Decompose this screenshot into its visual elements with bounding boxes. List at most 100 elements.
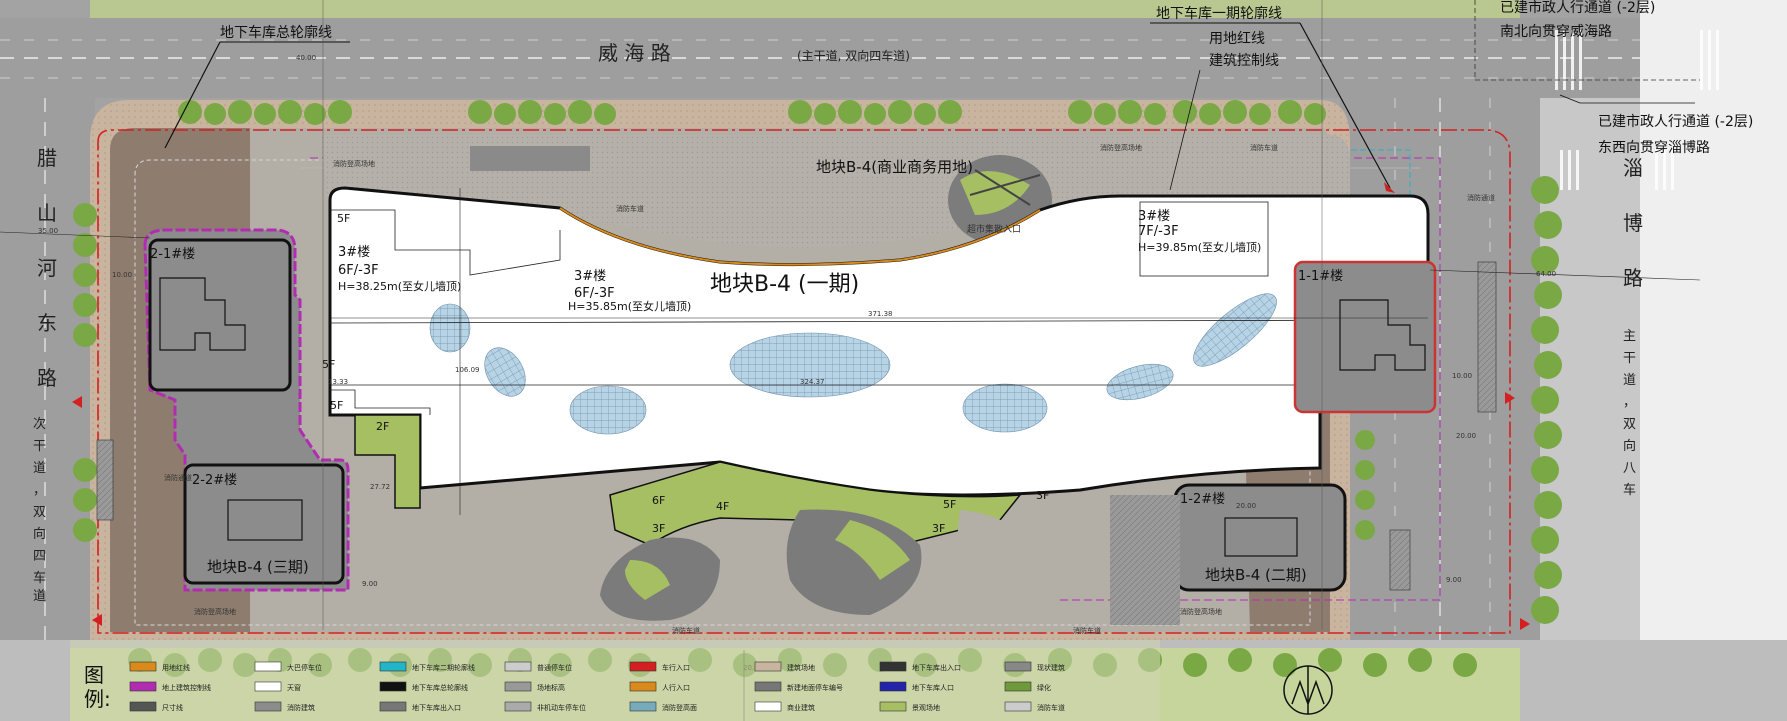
north-ramp <box>470 146 590 171</box>
svg-text:山: 山 <box>37 201 57 225</box>
phase3-building <box>143 228 350 592</box>
building-1-2-label: 1-2#楼 <box>1180 492 1225 507</box>
svg-text:河: 河 <box>37 256 57 280</box>
top-green-strip <box>90 0 1520 18</box>
east-road-name: 淄 博 路 <box>1623 156 1643 290</box>
svg-text:H=39.85m(至女儿墙顶): H=39.85m(至女儿墙顶) <box>1138 240 1261 254</box>
legend-item-label: 消防车道 <box>1037 703 1065 712</box>
svg-text:9.00: 9.00 <box>362 580 378 588</box>
svg-text:车: 车 <box>1623 482 1636 498</box>
legend-item-label: 尺寸线 <box>162 703 183 712</box>
svg-text:5F: 5F <box>943 498 956 511</box>
legend-swatch <box>629 661 657 672</box>
legend-item-label: 地下车库人口 <box>912 683 954 692</box>
green-roof-south <box>609 461 1022 546</box>
legend-swatch <box>504 681 532 692</box>
svg-text:干: 干 <box>33 439 46 454</box>
building-1-1 <box>1293 260 1437 414</box>
svg-text:用地红线: 用地红线 <box>1209 31 1265 47</box>
svg-text:3#楼: 3#楼 <box>574 269 606 284</box>
legend-swatch <box>1004 701 1032 712</box>
svg-text:20.00: 20.00 <box>1236 502 1256 510</box>
legend-item-label: 地上建筑控制线 <box>162 683 211 692</box>
legend-swatch <box>879 681 907 692</box>
phase1-internal-lines <box>329 201 1429 415</box>
legend-swatch <box>254 681 282 692</box>
svg-text:向: 向 <box>33 526 46 542</box>
svg-text:，: ， <box>1623 395 1636 410</box>
svg-text:10.00: 10.00 <box>112 271 132 279</box>
svg-text:道: 道 <box>1623 373 1636 388</box>
building-3-east-info: 3#楼 7F/-3F H=39.85m(至女儿墙顶) <box>1138 209 1261 254</box>
svg-text:20.00: 20.00 <box>1456 432 1476 440</box>
legend-item-label: 用地红线 <box>162 663 190 672</box>
svg-text:H=35.85m(至女儿墙顶): H=35.85m(至女儿墙顶) <box>568 299 691 313</box>
svg-text:路: 路 <box>37 366 57 390</box>
annotation-basement-total: 地下车库总轮廓线 <box>164 24 350 149</box>
south-landscape <box>600 509 1040 621</box>
legend-item-label: 绿化 <box>1037 683 1051 692</box>
svg-text:消防车道: 消防车道 <box>616 204 644 213</box>
phase2-building <box>1110 260 1437 625</box>
north-arrow-icon <box>1283 665 1333 715</box>
legend-swatch <box>129 701 157 712</box>
svg-text:消防车道: 消防车道 <box>672 626 700 635</box>
tree-row-east <box>1355 176 1562 624</box>
phase2-label: 地块B-4 (二期) <box>1205 566 1307 584</box>
svg-text:35.00: 35.00 <box>38 227 58 235</box>
north-road-name: 威 海 路 <box>598 41 671 65</box>
svg-text:已建市政人行通道 (-2层): 已建市政人行通道 (-2层) <box>1500 0 1655 16</box>
svg-text:主: 主 <box>1623 329 1636 344</box>
svg-text:博: 博 <box>1623 211 1643 235</box>
annotation-tunnel-ns: 已建市政人行通道 (-2层) 南北向贯穿威海路 <box>1474 0 1700 81</box>
svg-text:3F: 3F <box>652 522 665 535</box>
svg-text:地下车库一期轮廓线: 地下车库一期轮廓线 <box>1156 5 1282 22</box>
legend-item-label: 非机动车停车位 <box>537 703 586 712</box>
legend-swatch <box>754 681 782 692</box>
legend-swatch <box>504 701 532 712</box>
svg-text:消防登高场地: 消防登高场地 <box>1180 607 1222 616</box>
svg-text:，: ， <box>33 483 46 498</box>
svg-text:6F: 6F <box>652 494 665 507</box>
legend-title-a: 图 <box>84 663 104 687</box>
commercial-land-label: 地块B-4(商业商务用地) <box>816 158 973 176</box>
legend-item-label: 新建地面停车编号 <box>787 683 843 692</box>
svg-text:40.00: 40.00 <box>296 54 316 62</box>
svg-text:消防通道: 消防通道 <box>1467 193 1495 202</box>
svg-text:3#楼: 3#楼 <box>338 245 370 260</box>
legend-item-label: 景观场地 <box>912 703 940 712</box>
green-roof-2f <box>354 414 421 509</box>
legend-swatch <box>754 661 782 672</box>
svg-text:消防登高场地: 消防登高场地 <box>194 607 236 616</box>
supermarket-entry-label: 超市集散入口 <box>967 223 1021 235</box>
svg-text:3#楼: 3#楼 <box>1138 209 1170 224</box>
svg-text:淄: 淄 <box>1623 156 1643 180</box>
west-road-type: 次 干 道 ， 双 向 四 车 道 <box>33 416 46 604</box>
annotation-basement-phase1: 地下车库一期轮廓线 <box>1150 5 1395 193</box>
legend-swatch <box>879 701 907 712</box>
west-road-name: 腊 山 河 东 路 <box>37 146 57 390</box>
svg-text:5F: 5F <box>330 399 343 412</box>
svg-text:消防车道: 消防车道 <box>1250 143 1278 152</box>
building-2-2-label: 2-2#楼 <box>192 473 237 488</box>
legend-swatch <box>129 681 157 692</box>
east-road-type: 主 干 道 ， 双 向 八 车 <box>1623 329 1636 498</box>
west-road <box>0 98 95 658</box>
svg-text:5F: 5F <box>322 358 335 371</box>
legend: 图 例: 用地红线地上建筑控制线尺寸线大巴停车位天窗消防建筑地下车库二期轮廓线地… <box>70 640 1160 721</box>
building-2-1-label: 2-1#楼 <box>150 247 195 262</box>
svg-text:消防登高场地: 消防登高场地 <box>333 159 375 168</box>
svg-text:八: 八 <box>1623 461 1636 476</box>
svg-text:324.37: 324.37 <box>800 378 825 386</box>
svg-text:双: 双 <box>33 505 46 520</box>
legend-swatch <box>879 661 907 672</box>
legend-item-label: 普通停车位 <box>537 663 572 672</box>
crosswalks <box>1555 30 1719 190</box>
svg-text:6F/-3F: 6F/-3F <box>574 286 615 301</box>
legend-item-label: 消防登高面 <box>662 703 697 712</box>
fire-lane-outline <box>134 159 1311 626</box>
svg-text:四: 四 <box>33 549 46 564</box>
svg-text:9.00: 9.00 <box>1446 576 1462 584</box>
legend-swatch <box>1004 681 1032 692</box>
